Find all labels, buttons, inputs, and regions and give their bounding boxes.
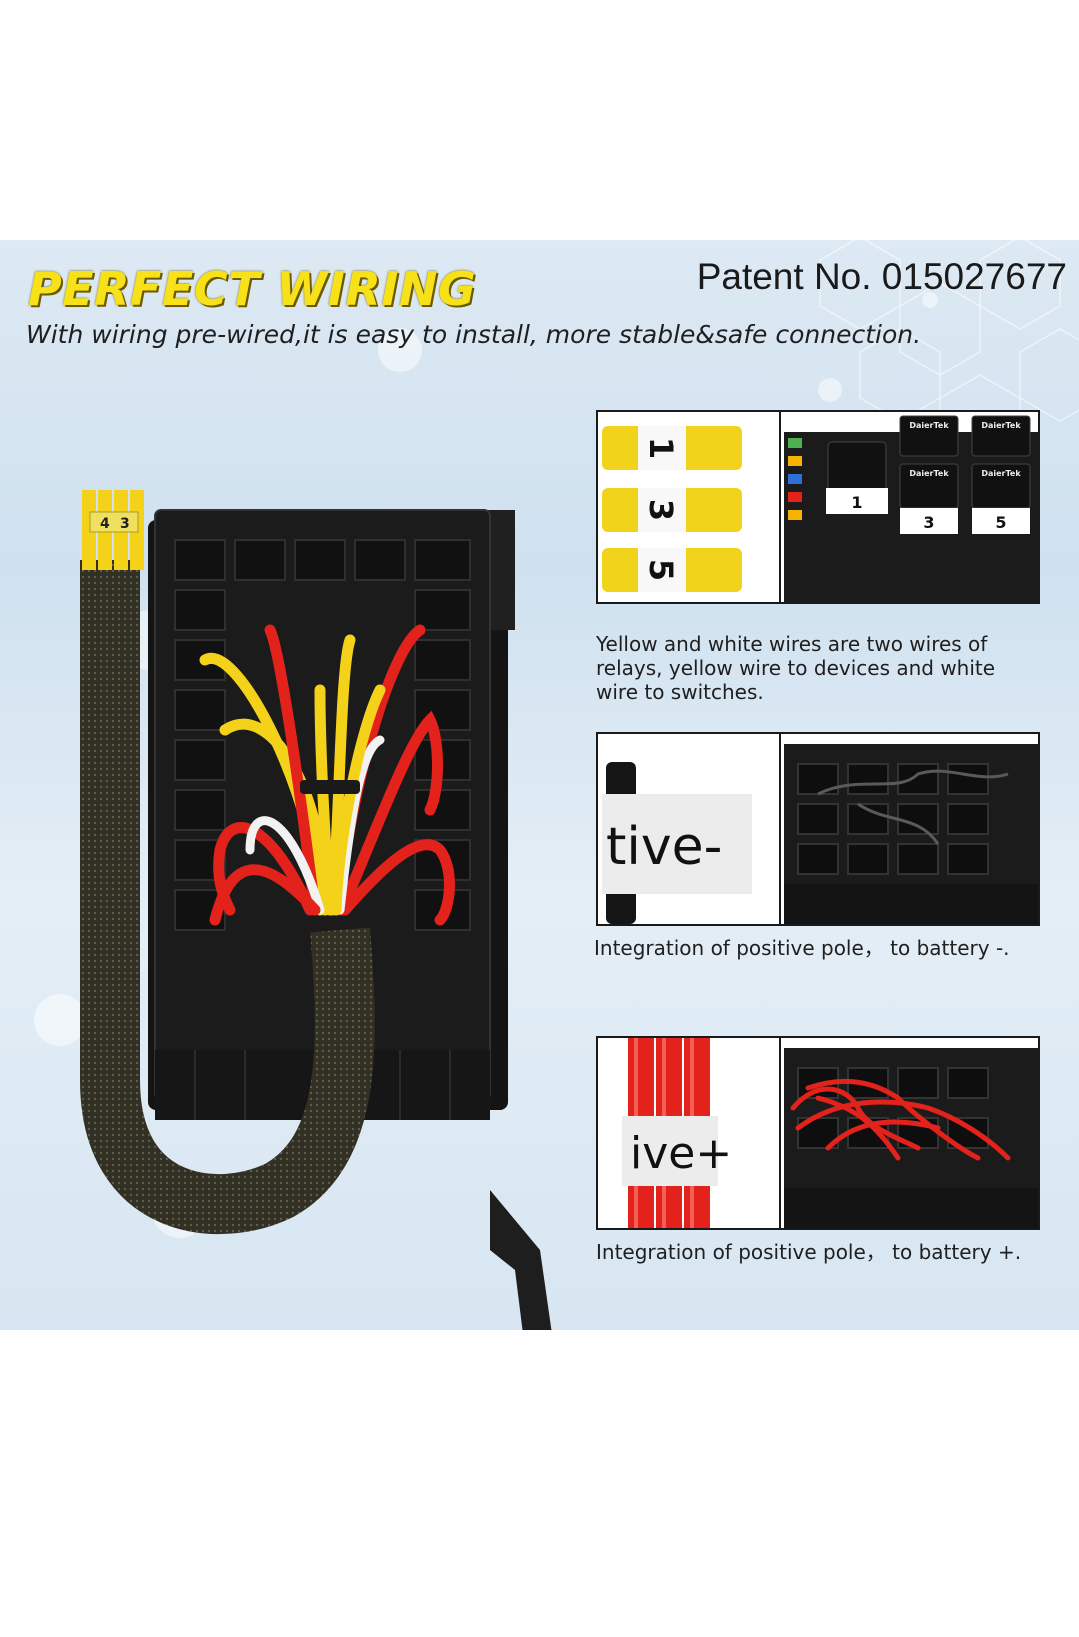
- harness-label-4: 4: [100, 516, 110, 532]
- relay-slot-1: 1: [851, 493, 862, 512]
- patent-number: Patent No. 015027677: [696, 256, 1067, 297]
- relay-brand-label: DaierTek: [909, 421, 949, 430]
- wire-label-1: 1: [642, 437, 680, 459]
- positive-pole-caption: Integration of positive pole， to battery…: [596, 1240, 1022, 1264]
- relay-brand-label: DaierTek: [909, 469, 949, 478]
- relay-slot-5: 5: [995, 513, 1006, 532]
- negative-pole-caption: Integration of positive pole， to battery…: [594, 936, 1010, 960]
- headline-title: PERFECT WIRING: [28, 262, 477, 316]
- wire-label-3: 3: [642, 499, 680, 521]
- relay-wire-caption: Yellow and white wires are two wires of …: [596, 632, 996, 704]
- negative-wire-label: tive-: [606, 817, 722, 877]
- relay-brand-label: DaierTek: [981, 469, 1021, 478]
- wire-label-5: 5: [642, 559, 680, 581]
- positive-wire-label: ive+: [630, 1128, 732, 1179]
- negative-pole-panel: tive-: [596, 732, 1040, 926]
- relay-brand-label: DaierTek: [981, 421, 1021, 430]
- fuse-box-illustration: 4 3: [80, 490, 552, 1330]
- positive-pole-image: ive+: [598, 1038, 1038, 1228]
- negative-pole-image: tive-: [598, 734, 1038, 924]
- harness-label-3: 3: [120, 516, 130, 532]
- product-banner: PERFECT WIRING Patent No. 015027677 With…: [0, 240, 1079, 1330]
- subtitle: With wiring pre-wired,it is easy to inst…: [26, 320, 922, 349]
- relay-wire-image: 1 3 5 DaierTek DaierTek DaierTek DaierTe…: [598, 412, 1038, 602]
- relay-wire-panel: 1 3 5 DaierTek DaierTek DaierTek DaierTe…: [596, 410, 1040, 604]
- relay-slot-3: 3: [923, 513, 934, 532]
- positive-pole-panel: ive+: [596, 1036, 1040, 1230]
